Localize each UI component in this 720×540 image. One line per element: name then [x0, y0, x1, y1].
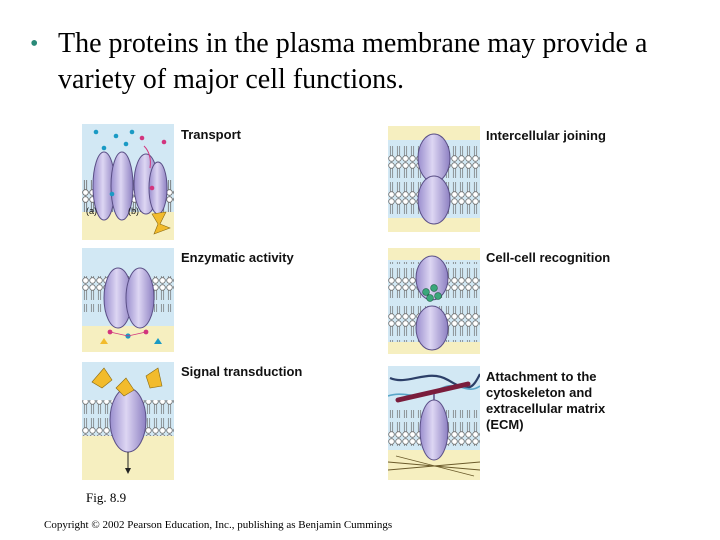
transport-illustration — [82, 124, 174, 240]
signal-panel — [82, 362, 174, 480]
bullet-icon: • — [30, 31, 39, 57]
attachment-illustration — [388, 366, 480, 480]
joining-panel — [388, 126, 480, 232]
transport-panel: (a) (b) — [82, 124, 174, 240]
figure-label: Fig. 8.9 — [86, 490, 127, 505]
attachment-label: Attachment to the cytoskeleton and extra… — [486, 369, 606, 432]
transport-sublabel-a: (a) — [86, 206, 97, 216]
joining-illustration — [388, 126, 480, 232]
attachment-panel — [388, 366, 480, 480]
recognition-panel — [388, 248, 480, 354]
enzymatic-label: Enzymatic activity — [181, 250, 294, 265]
enzymatic-illustration — [82, 248, 174, 352]
recognition-illustration — [388, 248, 480, 354]
recognition-label: Cell-cell recognition — [486, 250, 611, 265]
transport-label: Transport — [181, 127, 241, 142]
copyright-notice: Copyright © 2002 Pearson Education, Inc.… — [44, 519, 393, 531]
signal-label: Signal transduction — [181, 364, 303, 379]
joining-label: Intercellular joining — [486, 128, 606, 143]
enzymatic-panel — [82, 248, 174, 352]
transport-sublabel-b: (b) — [128, 206, 139, 216]
signal-illustration — [82, 362, 174, 480]
bullet-text: The proteins in the plasma membrane may … — [58, 28, 648, 95]
